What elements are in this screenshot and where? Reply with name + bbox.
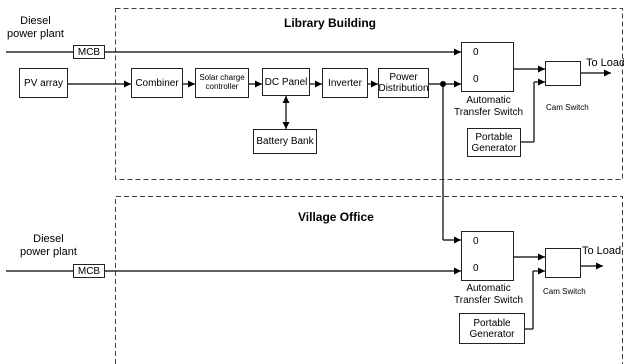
library-building-title: Library Building — [284, 16, 377, 30]
library-to-load-label: To Load — [586, 57, 624, 69]
combiner-label: Combiner — [135, 77, 179, 89]
village-ats-box: 0 0 — [461, 231, 514, 281]
library-cam-switch-box — [545, 61, 581, 86]
dc-panel-label: DC Panel — [264, 76, 308, 88]
battery-bank-label: Battery Bank — [256, 136, 314, 147]
library-diesel-label: Diesel power plant — [7, 15, 64, 40]
village-portable-generator-box: Portable Generator — [459, 313, 525, 344]
mcb-label: MCB — [77, 46, 101, 58]
ats-bottom-contact-label: 0 — [473, 74, 479, 85]
village-mcb-box: MCB — [73, 264, 105, 278]
library-building-enclosure — [115, 8, 623, 180]
dc-panel-box: DC Panel — [262, 68, 310, 96]
ats-top-contact-label: 0 — [473, 47, 479, 58]
portable-generator-label: Portable Generator — [469, 317, 515, 340]
inverter-box: Inverter — [322, 68, 368, 98]
mcb-label: MCB — [77, 265, 101, 277]
village-ats-label: Automatic Transfer Switch — [454, 283, 524, 306]
inverter-label: Inverter — [328, 77, 362, 89]
combiner-box: Combiner — [131, 68, 183, 98]
solar-charge-controller-label: Solar charge controller — [199, 73, 245, 91]
village-to-load-label: To Load — [582, 245, 622, 257]
solar-charge-controller-box: Solar charge controller — [195, 68, 249, 98]
ats-top-contact-label: 0 — [473, 236, 479, 247]
power-distribution-box: Power Distribution — [378, 68, 429, 98]
junction-dot — [440, 81, 446, 87]
power-distribution-label: Power Distribution — [378, 72, 429, 94]
library-ats-box: 0 0 — [461, 42, 514, 92]
library-cam-switch-label: Cam Switch — [546, 103, 589, 112]
library-ats-label: Automatic Transfer Switch — [454, 95, 524, 118]
battery-bank-box: Battery Bank — [253, 129, 317, 154]
portable-generator-label: Portable Generator — [471, 131, 517, 154]
village-office-enclosure — [115, 196, 623, 364]
pv-array-label: PV array — [24, 77, 63, 89]
village-diesel-label: Diesel power plant — [20, 233, 77, 258]
pv-array-box: PV array — [19, 68, 68, 98]
village-cam-switch-label: Cam Switch — [543, 287, 586, 296]
ats-bottom-contact-label: 0 — [473, 263, 479, 274]
village-cam-switch-box — [545, 248, 581, 278]
village-office-title: Village Office — [298, 210, 374, 224]
library-mcb-box: MCB — [73, 45, 105, 59]
library-portable-generator-box: Portable Generator — [467, 128, 521, 157]
